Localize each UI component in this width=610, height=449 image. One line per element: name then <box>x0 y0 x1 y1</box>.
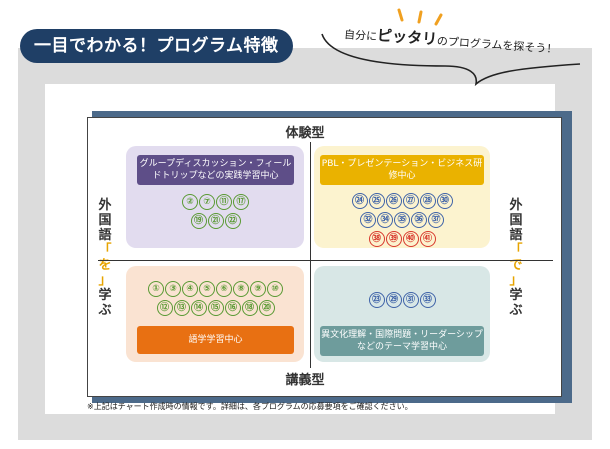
program-number: ⑦ <box>199 194 215 210</box>
program-number: ㉜ <box>360 212 376 228</box>
program-number: ㊵ <box>402 231 419 247</box>
program-number: ㉓ <box>368 292 385 308</box>
program-number: ㉔ <box>351 193 368 209</box>
program-row: ② ⑦ ⑪ ⑰ <box>182 194 249 210</box>
program-number: ㉘ <box>419 193 436 209</box>
program-number: ⑤ <box>199 281 215 297</box>
axis-char: 学 <box>98 288 112 303</box>
program-row: ⑫ ⑬ ⑭ ⑮ ⑯ ⑱ ⑳ <box>156 300 275 316</box>
axis-char: 語 <box>98 228 112 243</box>
axis-char: 」 <box>98 273 112 288</box>
program-number: ㉚ <box>436 193 453 209</box>
program-number: ① <box>148 281 164 297</box>
program-number: ③ <box>165 281 181 297</box>
axis-char: を <box>98 258 112 273</box>
program-number: ㉕ <box>368 193 385 209</box>
program-number: ㊱ <box>411 212 427 228</box>
program-number: ㉙ <box>385 292 402 308</box>
program-number: ㊲ <box>428 212 444 228</box>
program-list-bottom-right: ㉓ ㉙ ㉛ ㉝ <box>320 292 484 308</box>
axis-char: 国 <box>98 213 112 228</box>
program-row: ㉜ ㉞ ㉟ ㊱ ㊲ <box>360 212 444 228</box>
horizontal-axis-line <box>98 260 553 261</box>
program-number: ㉞ <box>377 212 393 228</box>
program-number: ⑯ <box>224 300 241 316</box>
program-row: ㉓ ㉙ ㉛ ㉝ <box>368 292 436 308</box>
program-number: ㉛ <box>402 292 419 308</box>
axis-char: 国 <box>509 213 523 228</box>
axis-label-right: 外 国 語 「 で 」 学 ぶ <box>508 198 524 318</box>
speech-bubble-icon <box>321 8 581 87</box>
program-row: ⑲ ㉑ ㉒ <box>190 213 241 229</box>
axis-char: 外 <box>98 198 112 213</box>
program-number: ㊶ <box>419 231 436 247</box>
axis-label-left: 外 国 語 「 を 」 学 ぶ <box>97 198 113 318</box>
program-number: ㉗ <box>402 193 419 209</box>
spark-line <box>397 8 404 22</box>
program-number: ㉖ <box>385 193 402 209</box>
program-number: ㊴ <box>385 231 402 247</box>
program-number: ⑰ <box>233 194 249 210</box>
program-number: ㊳ <box>368 231 385 247</box>
program-list-top-right: ㉔ ㉕ ㉖ ㉗ ㉘ ㉚ ㉜ ㉞ ㉟ ㊱ ㊲ ㊳ ㊴ ㊵ ㊶ <box>320 193 484 247</box>
program-number: ② <box>182 194 198 210</box>
program-list-top-left: ② ⑦ ⑪ ⑰ ⑲ ㉑ ㉒ <box>137 194 294 229</box>
program-number: ⑳ <box>258 300 275 316</box>
page-title: 一目でわかる！プログラム特徴 <box>20 29 293 63</box>
program-number: ⑭ <box>190 300 207 316</box>
axis-label-top: 体験型 <box>285 126 325 141</box>
axis-label-bottom: 講義型 <box>285 373 325 388</box>
program-number: ⑪ <box>216 194 232 210</box>
program-number: ⑥ <box>216 281 232 297</box>
program-row: ㊳ ㊴ ㊵ ㊶ <box>368 231 436 247</box>
spark-line <box>417 10 423 24</box>
axis-char: ぶ <box>98 303 112 318</box>
program-number: ⑩ <box>267 281 283 297</box>
axis-char: で <box>509 258 523 273</box>
program-number: ⑧ <box>233 281 249 297</box>
program-number: ⑮ <box>207 300 224 316</box>
axis-char: 「 <box>509 243 523 258</box>
program-row: ㉔ ㉕ ㉖ ㉗ ㉘ ㉚ <box>351 193 453 209</box>
program-number: ㉝ <box>419 292 436 308</box>
program-number: ⑱ <box>241 300 258 316</box>
axis-char: ぶ <box>509 303 523 318</box>
quadrant-label-top-left: グループディスカッション・フィールドトリップなどの実践学習中心 <box>137 155 294 185</box>
footnote: ※上記はチャート作成時の情報です。詳細は、各プログラムの応募要項をご確認ください… <box>87 402 413 411</box>
axis-char: 語 <box>509 228 523 243</box>
program-number: ⑫ <box>156 300 173 316</box>
bubble-curve <box>321 33 581 87</box>
program-number: ⑬ <box>173 300 190 316</box>
program-number: ⑨ <box>250 281 266 297</box>
quadrant-label-top-right: PBL・プレゼンテーション・ビジネス研修中心 <box>320 155 484 185</box>
program-number: ④ <box>182 281 198 297</box>
speech-before: 自分に <box>343 27 378 44</box>
axis-char: 「 <box>98 243 112 258</box>
axis-char: 学 <box>509 288 523 303</box>
axis-char: 外 <box>509 198 523 213</box>
program-row: ① ③ ④ ⑤ ⑥ ⑧ ⑨ ⑩ <box>148 281 283 297</box>
program-number: ㉑ <box>207 213 224 229</box>
program-number: ㉒ <box>224 213 241 229</box>
program-number: ⑲ <box>190 213 207 229</box>
vertical-axis-line <box>310 142 311 368</box>
program-list-bottom-left: ① ③ ④ ⑤ ⑥ ⑧ ⑨ ⑩ ⑫ ⑬ ⑭ ⑮ ⑯ ⑱ ⑳ <box>133 281 298 316</box>
speech-emphasis: ピッタリ <box>376 26 438 49</box>
quadrant-label-bottom-right: 異文化理解・国際問題・リーダーシップなどのテーマ学習中心 <box>320 326 484 356</box>
program-number: ㉟ <box>394 212 410 228</box>
spark-line <box>434 13 443 26</box>
axis-char: 」 <box>509 273 523 288</box>
quadrant-label-bottom-left: 語学学習中心 <box>137 326 294 354</box>
